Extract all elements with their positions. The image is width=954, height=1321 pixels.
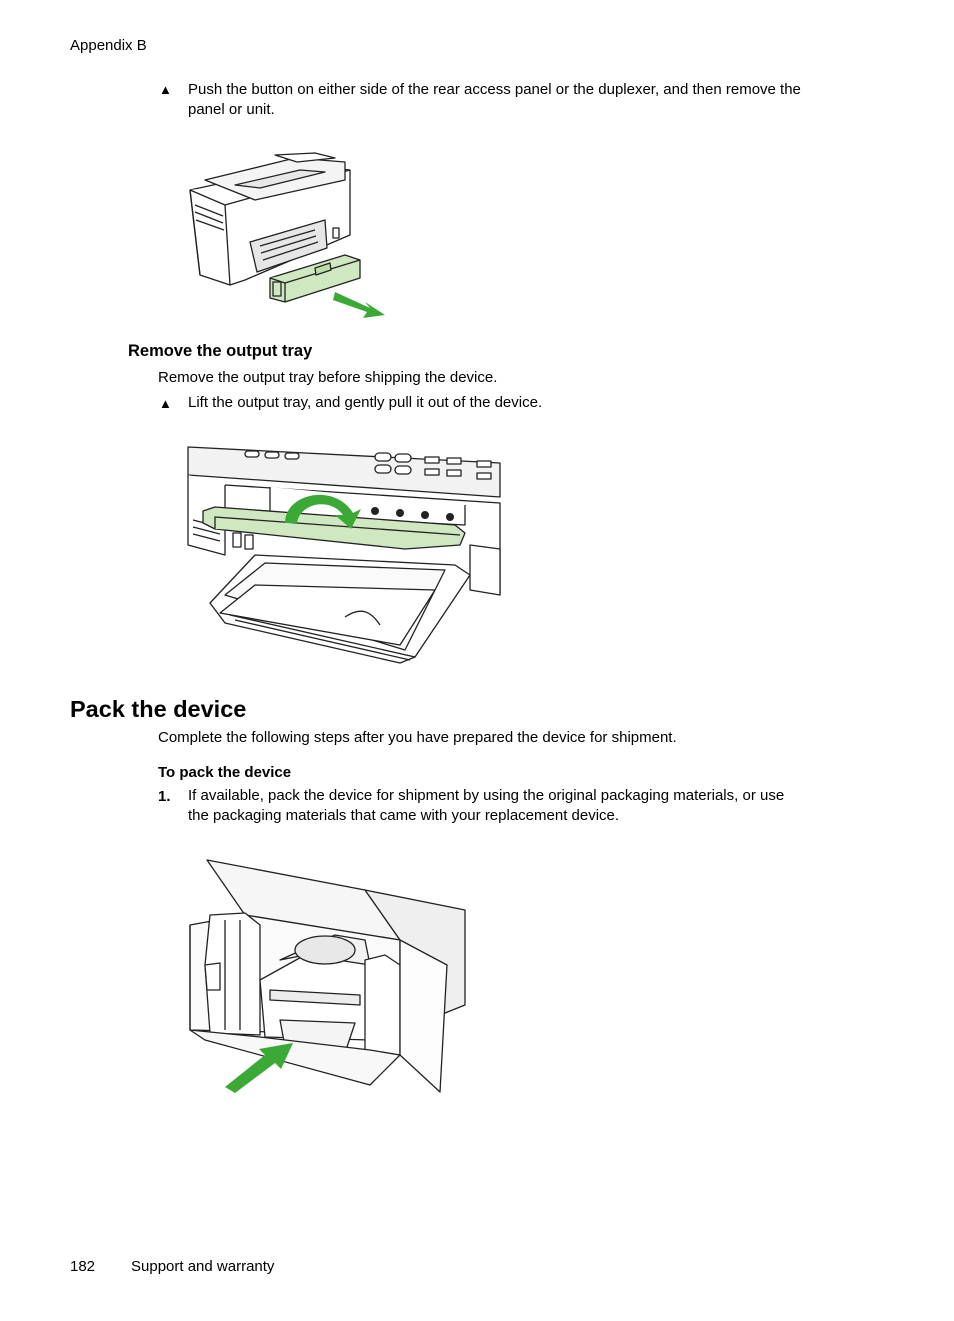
page-number: 182 (70, 1258, 96, 1275)
pack-heading: Pack the device (70, 696, 247, 722)
output-tray-heading: Remove the output tray (128, 342, 313, 360)
running-header: Appendix B (70, 37, 147, 54)
footer-chapter: Support and warranty (131, 1258, 275, 1275)
duplexer-removal-illustration (185, 150, 395, 322)
step-remove-panel-text: Push the button on either side of the re… (188, 80, 888, 120)
step-bullet: ▲ (159, 82, 172, 97)
step-bullet: ▲ (159, 396, 172, 411)
step-line: If available, pack the device for shipme… (188, 787, 785, 804)
step-line: the packaging materials that came with y… (188, 807, 620, 824)
output-tray-intro: Remove the output tray before shipping t… (158, 369, 498, 386)
step-line: panel or unit. (188, 101, 275, 118)
procedure-title: To pack the device (158, 764, 292, 781)
step-number: 1. (158, 788, 171, 805)
packing-box-illustration (185, 855, 470, 1097)
pack-intro: Complete the following steps after you h… (158, 729, 677, 746)
pack-step-text: If available, pack the device for shipme… (188, 786, 888, 826)
step-line: Push the button on either side of the re… (188, 81, 801, 98)
output-tray-illustration (185, 445, 503, 667)
output-tray-step-text: Lift the output tray, and gently pull it… (188, 394, 543, 411)
